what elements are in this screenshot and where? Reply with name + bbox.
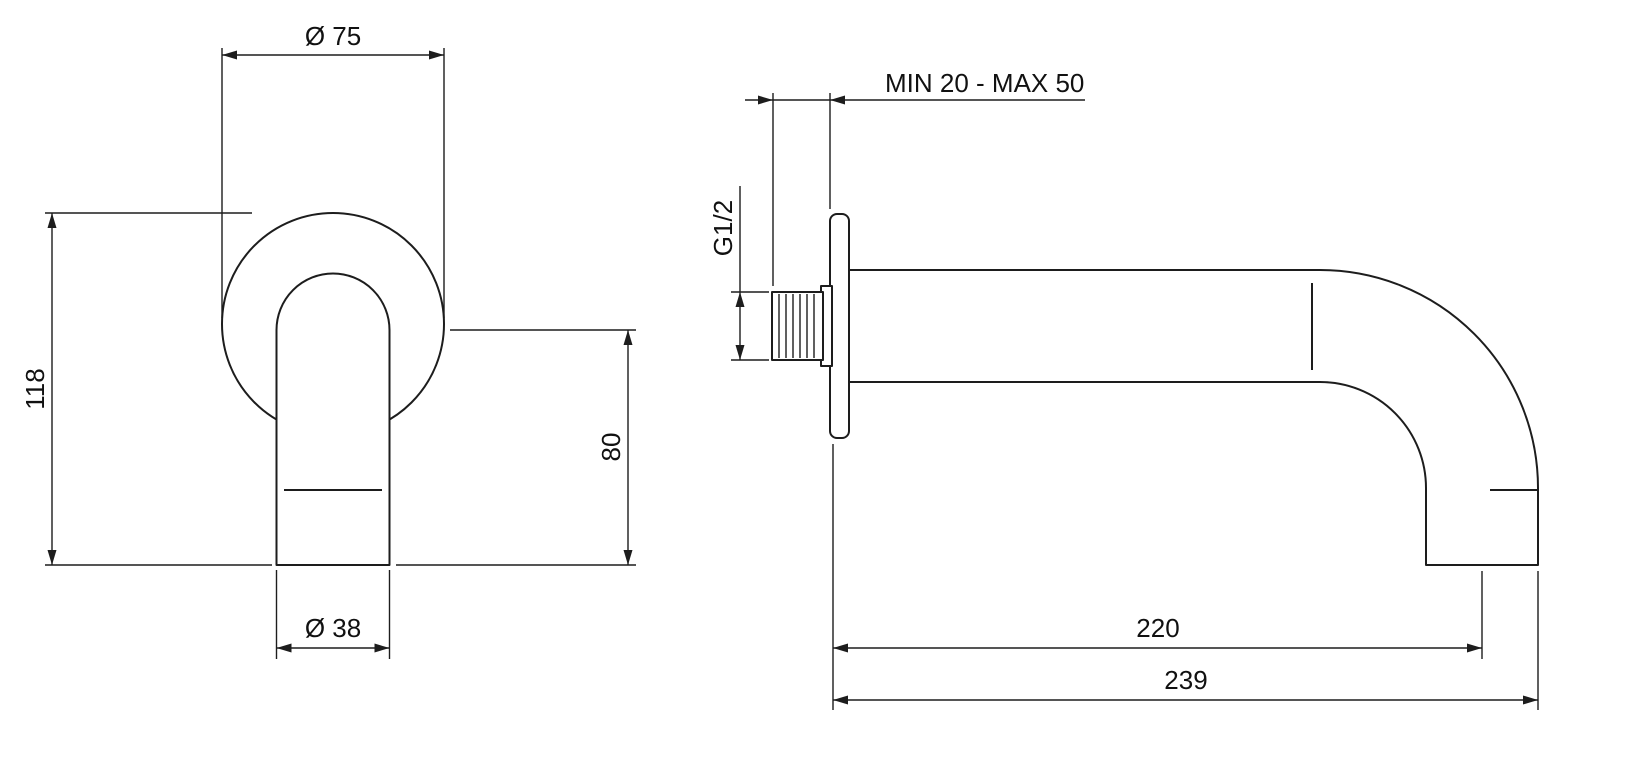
arrow-right [758, 95, 773, 105]
dim-label-reach-center: 220 [1136, 613, 1179, 643]
dim-label-height: 118 [20, 368, 50, 409]
arrow-down [47, 550, 57, 565]
dim-thread-size: G1/2 [708, 186, 769, 361]
arrow-left [276, 643, 292, 653]
arrow-right [374, 643, 390, 653]
front-view: Ø 75 118 80 [20, 21, 636, 659]
dim-flange-diameter: Ø 75 [221, 21, 445, 318]
dim-wall-range: MIN 20 - MAX 50 [745, 68, 1085, 286]
dim-label-spout-diameter: Ø 38 [305, 613, 361, 643]
dim-label-wall-range: MIN 20 - MAX 50 [885, 68, 1084, 98]
dim-label-flange-diameter: Ø 75 [305, 21, 361, 51]
spout-side-outline [848, 269, 1539, 566]
arrow-right [1467, 643, 1482, 653]
arrow-left [833, 695, 848, 705]
arrow-right [1523, 695, 1538, 705]
arrow-left [833, 643, 848, 653]
arrow-down [623, 550, 633, 565]
arrow-up [47, 213, 57, 228]
dim-label-spout-drop: 80 [596, 433, 626, 462]
dim-reach-total: 239 [833, 571, 1539, 710]
thread-nipple [771, 291, 824, 361]
arrow-left [830, 95, 845, 105]
arrow-left [222, 50, 237, 60]
arrow-up [623, 330, 633, 345]
arrow-right [429, 50, 444, 60]
side-view: MIN 20 - MAX 50 G1/2 220 [708, 68, 1539, 710]
arrow-up [735, 292, 745, 307]
dim-reach-center: 220 [832, 444, 1483, 710]
dim-label-thread: G1/2 [708, 200, 738, 256]
dim-spout-diameter: Ø 38 [275, 570, 391, 659]
arrow-down [735, 345, 745, 360]
dim-height: 118 [20, 212, 272, 566]
spout-front-outline [275, 272, 391, 566]
dim-spout-drop: 80 [396, 329, 636, 566]
dim-label-reach-total: 239 [1164, 665, 1207, 695]
